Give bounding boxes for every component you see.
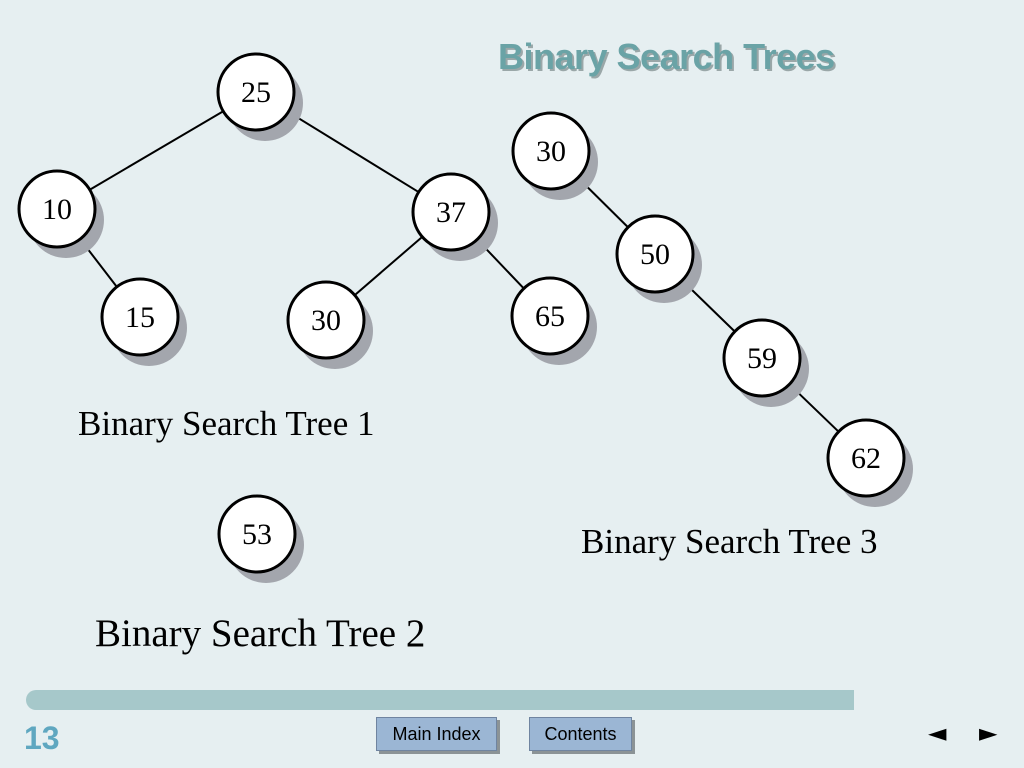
- node-circle: [217, 494, 297, 574]
- tree-node: 37: [411, 172, 498, 261]
- node-circle: [615, 214, 695, 294]
- tree-3-caption: Binary Search Tree 3: [581, 522, 878, 561]
- footer-bar: [26, 690, 854, 710]
- node-circle: [286, 280, 366, 360]
- node-value: 50: [640, 238, 670, 271]
- contents-button[interactable]: Contents: [529, 717, 632, 751]
- tree-edge: [89, 110, 224, 191]
- previous-arrow-icon[interactable]: ◄: [928, 719, 947, 747]
- node-circle: [216, 52, 296, 132]
- node-circle: [100, 277, 180, 357]
- main-index-button[interactable]: Main Index: [376, 717, 497, 751]
- slide-title: Binary Search Trees: [498, 36, 835, 77]
- node-value: 10: [42, 193, 72, 226]
- node-value: 65: [535, 300, 565, 333]
- tree-node: 62: [826, 418, 913, 507]
- node-circle: [510, 276, 590, 356]
- node-value: 30: [311, 304, 341, 337]
- tree-node: 65: [510, 276, 597, 365]
- tree-node: 50: [615, 214, 702, 303]
- node-value: 30: [536, 135, 566, 168]
- next-arrow-icon[interactable]: ►: [979, 719, 998, 747]
- page-number: 13: [24, 720, 60, 756]
- tree-edge: [354, 236, 423, 296]
- node-value: 15: [125, 301, 155, 334]
- tree-node: 53: [217, 494, 304, 583]
- tree-node: 15: [100, 277, 187, 366]
- node-circle: [17, 169, 97, 249]
- tree-node: 10: [17, 169, 104, 258]
- tree-2-caption: Binary Search Tree 2: [95, 612, 426, 655]
- node-circle: [826, 418, 906, 498]
- node-value: 59: [747, 342, 777, 375]
- tree-edge: [287, 111, 420, 193]
- node-value: 25: [241, 76, 271, 109]
- tree-node: 25: [216, 52, 303, 141]
- tree-node: 30: [511, 111, 598, 200]
- tree-1-caption: Binary Search Tree 1: [78, 404, 375, 443]
- tree-node: 30: [286, 280, 373, 369]
- node-value: 53: [242, 518, 272, 551]
- node-circle: [411, 172, 491, 252]
- node-circle: [511, 111, 591, 191]
- node-value: 37: [436, 196, 466, 229]
- tree-diagram: 25 10 37 15 30 65 53 30 50 59 62: [17, 52, 913, 583]
- node-value: 62: [851, 442, 881, 475]
- node-circle: [722, 318, 802, 398]
- tree-node: 59: [722, 318, 809, 407]
